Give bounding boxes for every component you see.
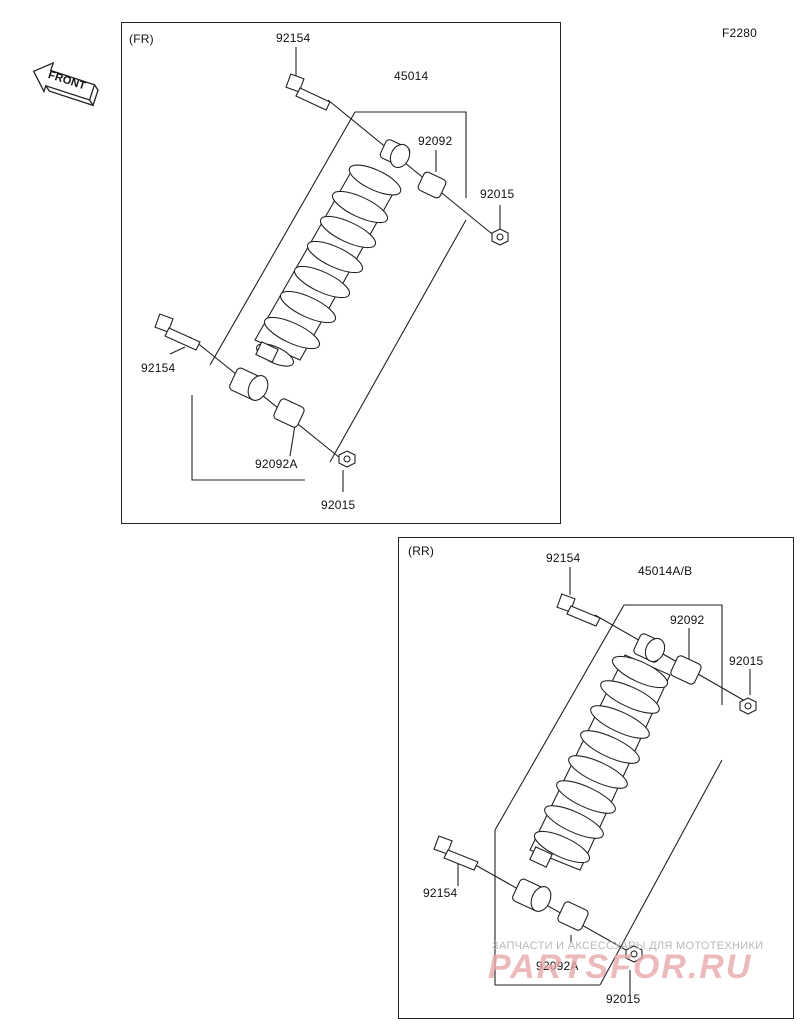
coil-spring-icon (254, 164, 402, 367)
bolt-icon (154, 313, 201, 351)
diagram-code: F2280 (722, 26, 758, 40)
bolt-icon (556, 593, 601, 627)
part-label-shock-assy: 45014 (394, 69, 429, 83)
part-label-shock-assy: 45014A/B (638, 564, 693, 578)
part-label-bolt: 92154 (423, 886, 458, 900)
bushing-icon (229, 367, 305, 428)
coil-spring-icon (529, 654, 671, 871)
watermark-tagline: ЗАПЧАСТИ И АКСЕССУАРЫ ДЛЯ МОТОТЕХНИКИ (492, 940, 764, 952)
bushing-icon (512, 878, 589, 931)
bolt-icon (285, 73, 331, 111)
part-label-bolt: 92154 (141, 361, 176, 375)
bolt-icon (433, 835, 479, 871)
section-label-rr: (RR) (408, 544, 435, 558)
part-label-bolt: 92154 (276, 31, 311, 45)
section-label-fr: (FR) (129, 32, 154, 46)
part-label-bolt: 92154 (546, 551, 581, 565)
part-label-bushing: 92092A (255, 457, 298, 471)
part-label-bushing: 92092 (670, 613, 705, 627)
part-label-bushing: 92092 (418, 134, 453, 148)
bushing-icon (379, 139, 447, 199)
bushing-icon (633, 633, 702, 685)
part-label-bushing: 92092A (536, 959, 579, 973)
part-label-nut: 92015 (321, 498, 356, 512)
part-label-nut: 92015 (606, 992, 641, 1006)
part-label-nut: 92015 (729, 654, 764, 668)
part-label-nut: 92015 (480, 187, 515, 201)
watermark-logo: PARTSFOR.RU (488, 948, 753, 986)
